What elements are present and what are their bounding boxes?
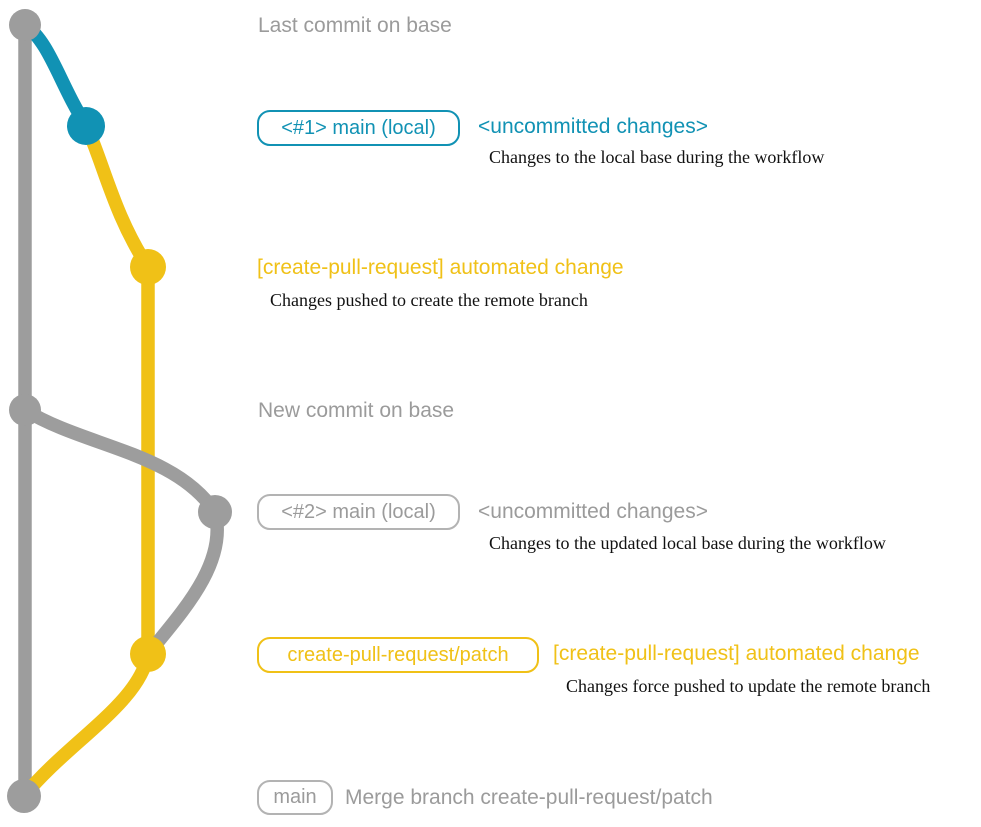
badge-main-local-2: <#2> main (local) — [257, 494, 460, 530]
commit-main-local-1 — [67, 107, 105, 145]
commit-last-base — [9, 9, 41, 41]
commit-automated-change-1 — [130, 249, 166, 285]
status-uncommitted-changes-1: <uncommitted changes> — [478, 115, 708, 138]
note-last-commit-on-base: Last commit on base — [258, 14, 452, 37]
edge-yellow-diverge-curve — [79, 118, 155, 274]
commit-new-base — [9, 394, 41, 426]
edge-yellow-merge-curve — [17, 647, 155, 803]
caption-local-base-changes: Changes to the local base during the wor… — [489, 147, 825, 167]
note-new-commit-on-base: New commit on base — [258, 399, 455, 422]
commit-merge — [7, 779, 41, 813]
commit-main-local-2 — [198, 495, 232, 529]
edge-gray-rebase-curve-out — [18, 403, 222, 519]
caption-force-pushed-update-branch: Changes force pushed to update the remot… — [566, 676, 931, 696]
status-uncommitted-changes-2: <uncommitted changes> — [478, 500, 708, 523]
edge-gray-rebase-curve-in — [141, 505, 224, 661]
label-automated-change-2: [create-pull-request] automated change — [553, 642, 920, 665]
caption-pushed-create-branch: Changes pushed to create the remote bran… — [270, 290, 588, 310]
badge-main: main — [257, 780, 333, 815]
caption-updated-local-base-changes: Changes to the updated local base during… — [489, 533, 886, 553]
badge-main-local-1: <#1> main (local) — [257, 110, 460, 146]
label-automated-change-1: [create-pull-request] automated change — [257, 256, 624, 279]
badge-create-pull-request-patch: create-pull-request/patch — [257, 637, 539, 673]
note-merge-branch: Merge branch create-pull-request/patch — [345, 786, 713, 809]
commit-automated-change-2 — [130, 636, 166, 672]
